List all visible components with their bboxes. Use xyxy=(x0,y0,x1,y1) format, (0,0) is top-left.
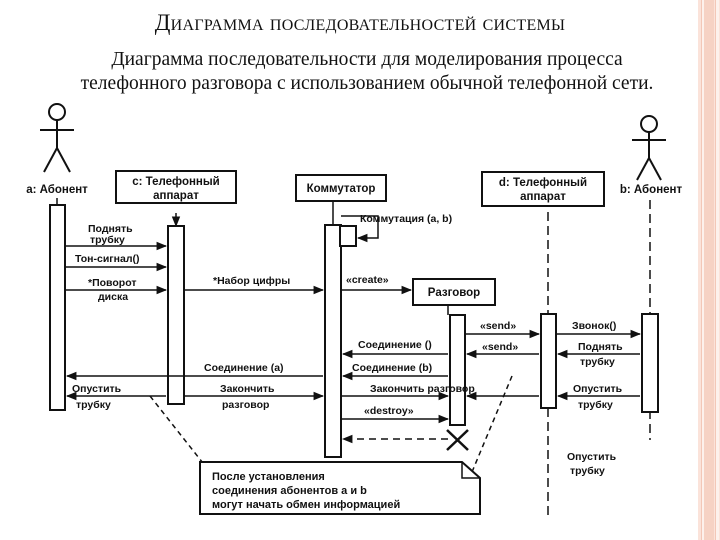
subtitle-line-1: Диаграмма последовательности для моделир… xyxy=(111,49,623,70)
msg-destroy-label: «destroy» xyxy=(364,405,414,417)
msg-hangup-b-end-label-2: трубку xyxy=(570,465,605,477)
msg-lift-b-label-1: Поднять xyxy=(578,341,623,353)
lifeline-call-label: Разговор xyxy=(428,287,480,299)
actor-b-icon xyxy=(632,115,666,181)
lifeline-c-label-1: c: Телефонный xyxy=(132,176,220,188)
lifeline-call-box xyxy=(412,278,496,306)
actor-a-icon xyxy=(40,103,74,173)
lifeline-c-label-2: аппарат xyxy=(153,190,199,202)
msg-end-call-label-2: разговор xyxy=(222,399,269,411)
msg-commutation-arrow xyxy=(341,215,379,243)
msg-hangup-b-end-label-1: Опустить xyxy=(567,451,617,463)
msg-dial-label: *Набор цифры xyxy=(213,275,290,287)
activation-switch-self xyxy=(339,225,357,247)
lifeline-d-label-2: аппарат xyxy=(520,191,566,203)
msg-tone-label: Тон-сигнал() xyxy=(75,253,140,265)
msg-hangup-b-label-1: Опустить xyxy=(573,383,623,395)
activation-call xyxy=(449,314,466,426)
msg-hangup-a-label-2: трубку xyxy=(76,399,111,411)
msg-conn-b-label: Соединение (b) xyxy=(352,362,432,374)
destroy-x-icon xyxy=(446,429,469,451)
msg-ring-label: Звонок() xyxy=(572,320,616,332)
subtitle-line-2: телефонного разговора с использованием о… xyxy=(80,73,654,94)
msg-hangup-b-label-2: трубку xyxy=(578,399,613,411)
msg-end-call-mid-label: Закончить разговор xyxy=(370,383,475,395)
note-line-2: соединения абонентов a и b xyxy=(212,485,367,497)
lifeline-switch-box xyxy=(295,174,387,202)
note-line-3: могут начать обмен информацией xyxy=(212,499,400,511)
msg-hangup-a-label-1: Опустить xyxy=(72,383,122,395)
decorative-border xyxy=(698,0,720,540)
activation-switch xyxy=(324,224,342,458)
activation-d xyxy=(540,313,557,409)
msg-send-1-label: «send» xyxy=(480,320,516,332)
activation-a xyxy=(49,204,66,411)
msg-lift-label-2: трубку xyxy=(90,234,125,246)
lifeline-d-label-1: d: Телефонный xyxy=(499,177,587,189)
msg-rotate-label-1: *Поворот xyxy=(88,277,137,289)
msg-send-2-label: «send» xyxy=(482,341,518,353)
activation-c xyxy=(167,225,185,405)
note-box xyxy=(199,461,481,515)
lifeline-b-label: b: Абонент xyxy=(620,184,683,196)
msg-conn-empty-label: Соединение () xyxy=(358,339,432,351)
msg-commutation-label: Коммутация (a, b) xyxy=(360,213,452,225)
slide-subtitle: Диаграмма последовательности для моделир… xyxy=(22,48,712,96)
lifeline-switch-label: Коммутатор xyxy=(307,183,376,195)
msg-rotate-label-2: диска xyxy=(98,291,128,303)
msg-conn-a-label: Соединение (a) xyxy=(204,362,284,374)
msg-lift-b-label-2: трубку xyxy=(580,356,615,368)
msg-end-call-label-1: Закончить xyxy=(220,383,275,395)
note-connectors xyxy=(149,375,513,473)
activation-b xyxy=(641,313,659,413)
lifeline-d-box xyxy=(481,171,605,207)
slide-title: Диаграмма последовательностей системы xyxy=(154,10,566,35)
lifeline-c-box xyxy=(115,170,237,204)
msg-lift-label-1: Поднять xyxy=(88,223,133,235)
note-line-1: После установления xyxy=(212,471,325,483)
msg-create-label: «create» xyxy=(346,274,389,286)
lifeline-a-label: a: Абонент xyxy=(26,184,88,196)
